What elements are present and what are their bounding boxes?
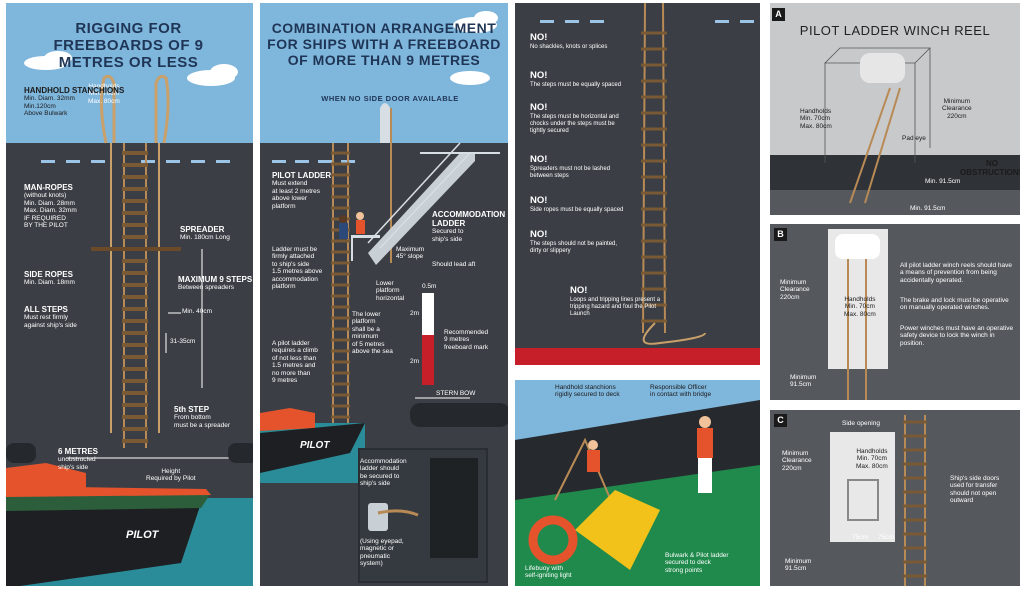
warning-horizontal-steps: NO!The steps must be horizontal and choc… bbox=[530, 102, 619, 134]
warning-painted-steps: NO!The steps should not be painted, dirt… bbox=[530, 229, 618, 254]
panel-tag-b: B bbox=[774, 228, 787, 241]
panelA-illustration bbox=[770, 47, 1020, 215]
panel1-illustration bbox=[6, 51, 253, 586]
panel2-title: COMBINATION ARRANGEMENT FOR SHIPS WITH A… bbox=[267, 20, 501, 68]
panel-tag-c: C bbox=[774, 414, 787, 427]
half-metre-label: 0.5m bbox=[422, 283, 437, 290]
width-75-left: 75cm bbox=[852, 534, 868, 541]
panel4-illustration bbox=[515, 400, 760, 586]
pad-eye-label: Pad eye bbox=[902, 135, 926, 142]
warning-tripping-lines: NO!Loops and tripping lines present a tr… bbox=[570, 285, 661, 317]
stern-bow-label: STERN BOW bbox=[436, 390, 476, 397]
winch-text-1: All pilot ladder winch reels should have… bbox=[900, 262, 1013, 284]
warning-spreaders-lashed: NO!Spreaders must not be lashed between … bbox=[530, 154, 611, 179]
min-91-label-a: Min. 91.5cm bbox=[925, 178, 961, 185]
pilot-boat-name: PILOT bbox=[300, 440, 330, 451]
panel2-illustration bbox=[260, 11, 508, 583]
min-91-label-b: Min. 91.5cm bbox=[910, 205, 946, 212]
two-metres-upper: 2m bbox=[410, 310, 420, 317]
warning-equal-spacing: NO!The steps must be equally spaced bbox=[530, 70, 622, 88]
winch-text-2: The brake and lock must be operative on … bbox=[900, 297, 1009, 312]
side-opening-label: Side opening bbox=[842, 420, 880, 427]
lead-aft-label: Should lead aft bbox=[432, 261, 476, 268]
width-75-right: 75cm bbox=[878, 534, 894, 541]
cloud bbox=[24, 51, 72, 70]
cloud bbox=[450, 71, 490, 85]
panelB-illustration bbox=[828, 229, 888, 400]
winch-text-3: Power winches must have an operative saf… bbox=[900, 325, 1014, 347]
panel-ladder-defects: NO!No shackles, knots or splices NO!The … bbox=[515, 3, 760, 365]
panel-tag-a: A bbox=[772, 8, 785, 21]
min-40-label: Min. 40cm bbox=[182, 308, 212, 315]
warning-side-ropes: NO!Side ropes must be equally spaced bbox=[530, 195, 624, 213]
panelC-illustration bbox=[830, 415, 927, 586]
panel3-illustration bbox=[515, 3, 760, 365]
cloud bbox=[187, 64, 238, 86]
warning-no-shackles: NO!No shackles, knots or splices bbox=[530, 32, 608, 50]
step-spacing-label: 31-35cm bbox=[170, 338, 196, 345]
panel2-subtitle: WHEN NO SIDE DOOR AVAILABLE bbox=[321, 94, 459, 103]
panel1-title: RIGGING FOR FREEBOARDS OF 9 METRES OR LE… bbox=[53, 20, 204, 71]
panelA-title: PILOT LADDER WINCH REEL bbox=[799, 23, 991, 38]
two-metres-lower: 2m bbox=[410, 358, 420, 365]
panel-freeboard-9m-or-less: RIGGING FOR FREEBOARDS OF 9 METRES OR LE… bbox=[6, 3, 253, 586]
panel-combination-arrangement: COMBINATION ARRANGEMENT FOR SHIPS WITH A… bbox=[260, 3, 508, 586]
cloud bbox=[453, 11, 498, 33]
pilot-boat-name: PILOT bbox=[126, 529, 159, 541]
